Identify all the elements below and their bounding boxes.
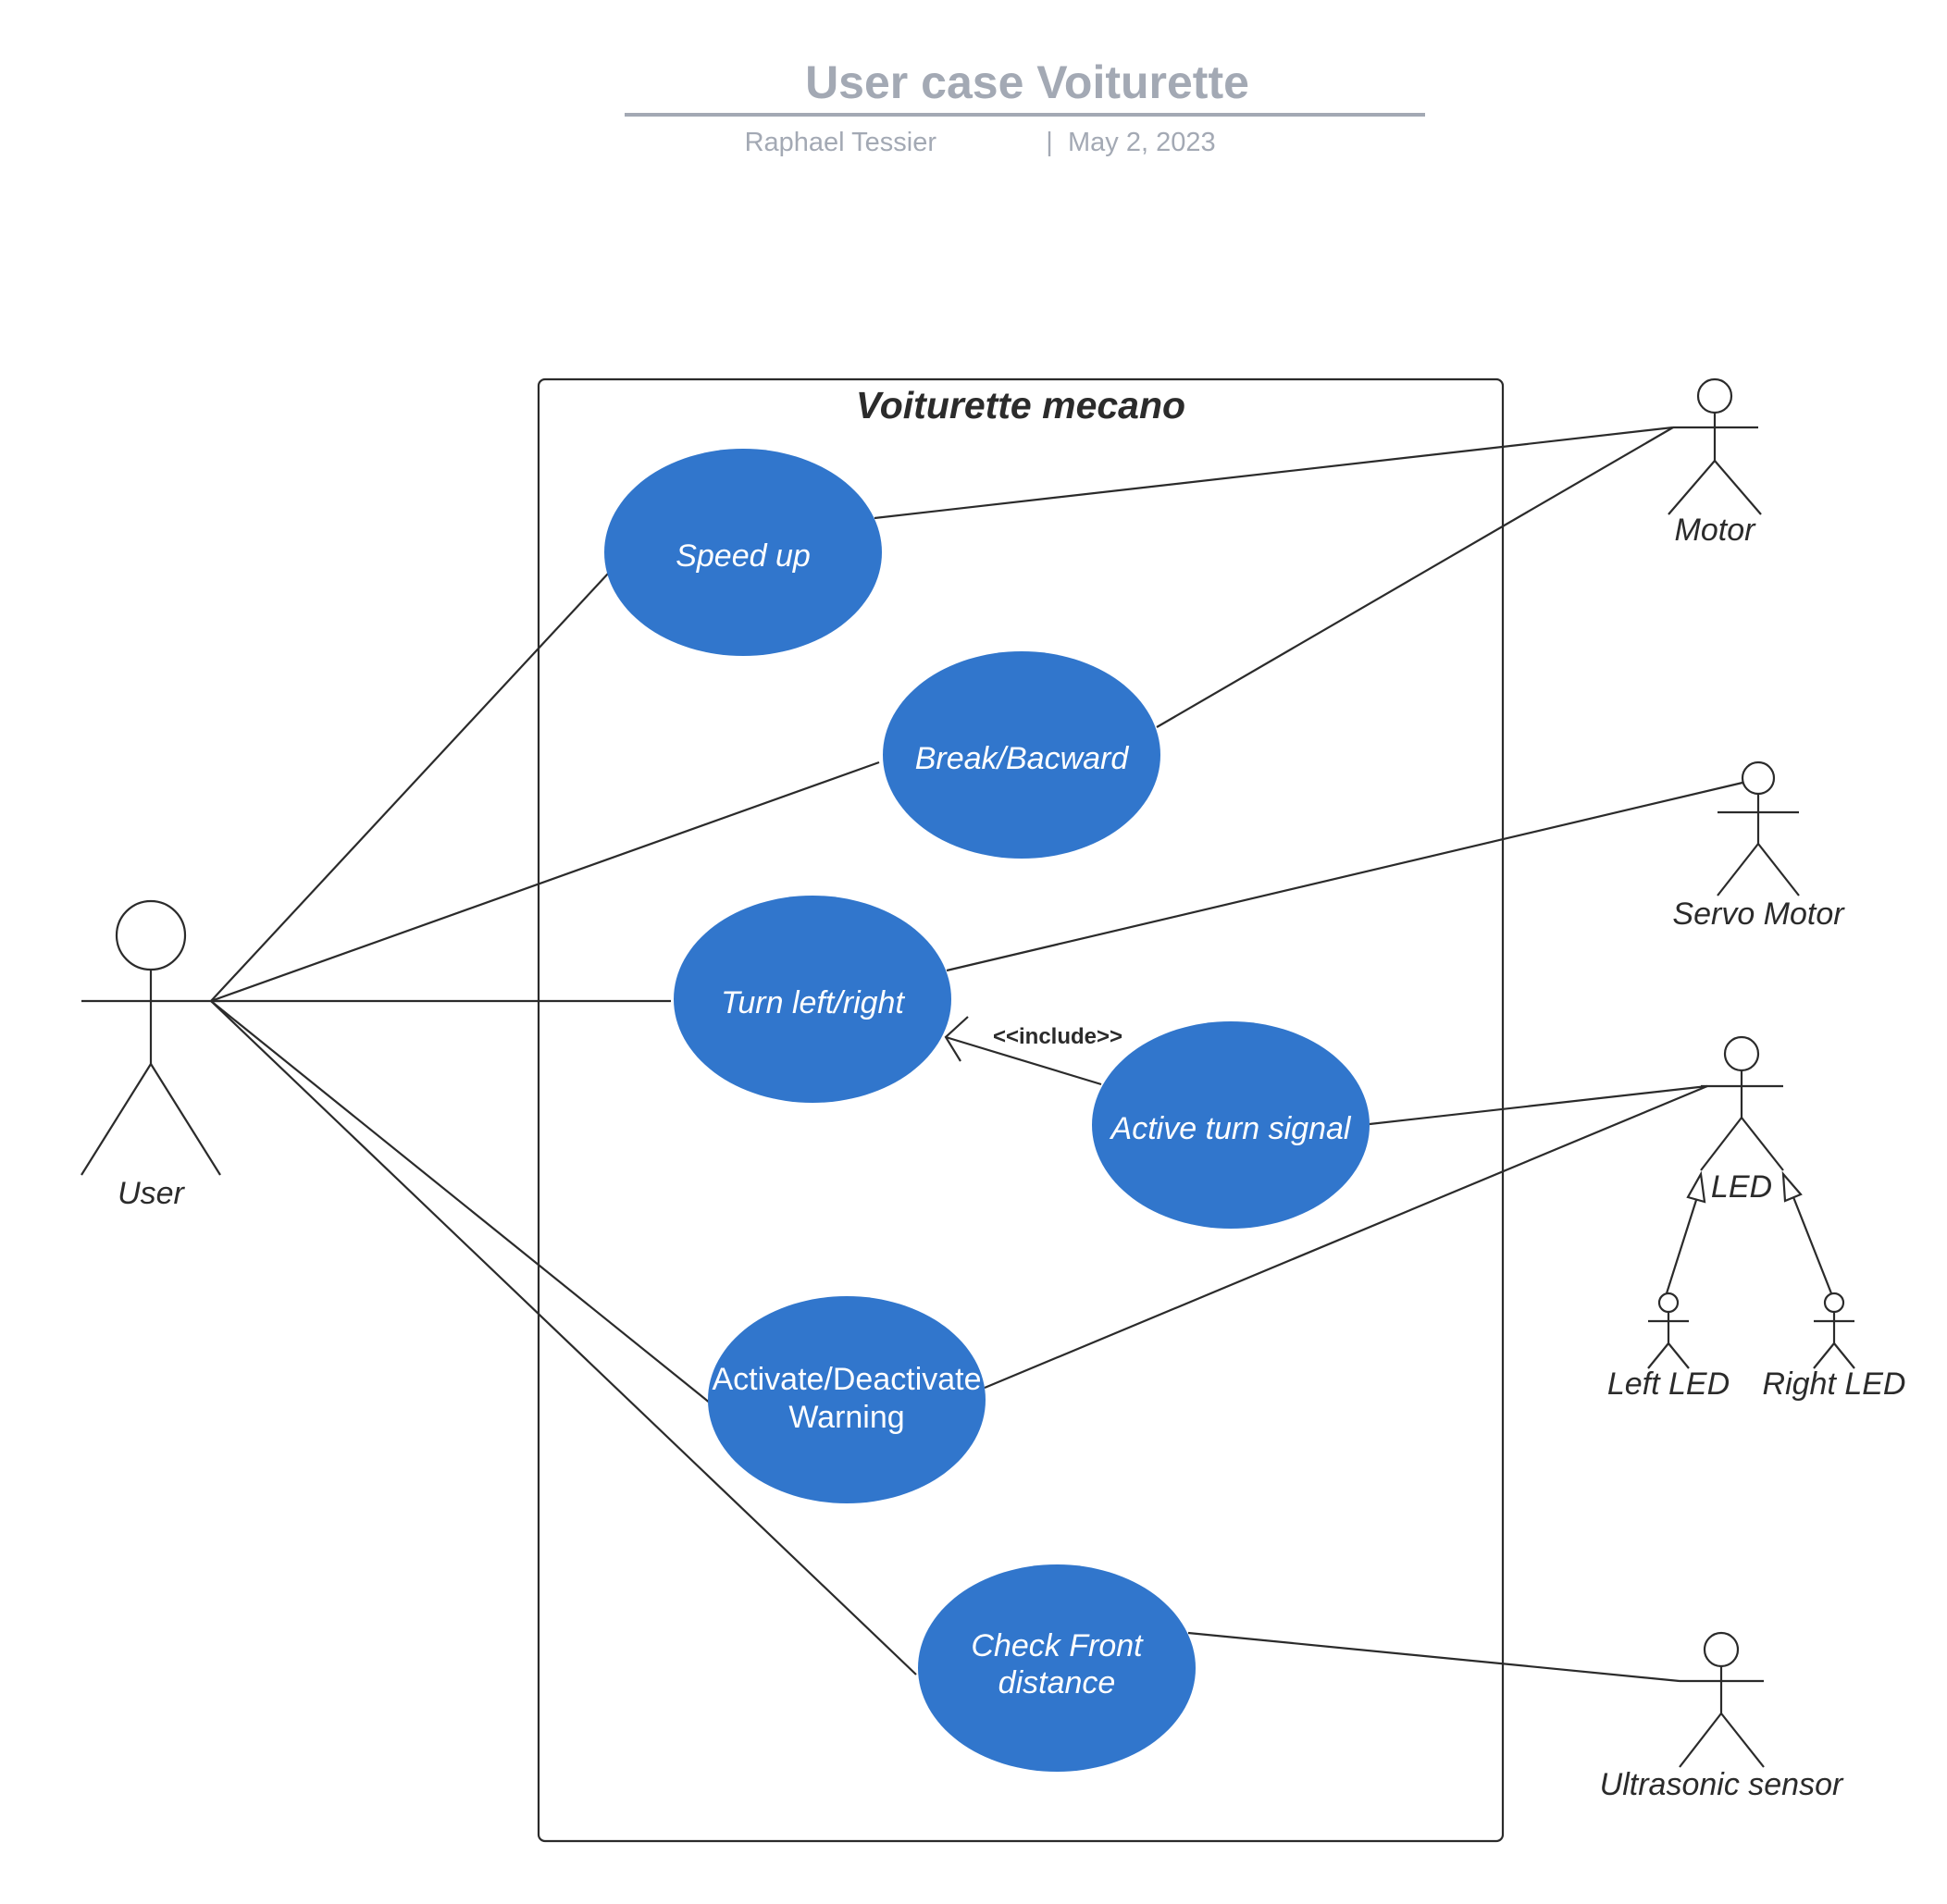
actor-led[interactable]: LED bbox=[1700, 1035, 1784, 1205]
use-case-label-line2: distance bbox=[998, 1665, 1116, 1700]
actor-left-leg bbox=[1813, 1342, 1835, 1369]
actor-left-leg bbox=[1647, 1342, 1669, 1369]
assoc-warning-led bbox=[984, 1084, 1708, 1390]
use-case-label: Active turn signal bbox=[1110, 1111, 1352, 1146]
actor-right-leg bbox=[1833, 1342, 1855, 1369]
use-case-shape bbox=[708, 1296, 986, 1503]
use-case-label: Turn left/right bbox=[721, 985, 905, 1020]
actor-head bbox=[1741, 760, 1776, 796]
assoc-break-motor bbox=[1156, 427, 1674, 728]
include-dependency: <<include>> bbox=[944, 1016, 1122, 1086]
include-arrowhead bbox=[944, 1016, 969, 1062]
include-label: <<include>> bbox=[993, 1024, 1122, 1049]
actor-head bbox=[1696, 377, 1733, 414]
diagram-title: User case Voiturette bbox=[805, 56, 1249, 108]
actor-right-leg bbox=[1720, 1712, 1765, 1768]
actor-label: Ultrasonic sensor bbox=[1600, 1767, 1844, 1802]
assoc-signal-led bbox=[1369, 1084, 1708, 1126]
use-case-label-line2: Warning bbox=[788, 1400, 904, 1435]
generalization-arrowhead bbox=[1781, 1170, 1803, 1203]
actor-head bbox=[1657, 1292, 1680, 1314]
actor-left-leg bbox=[1668, 460, 1716, 515]
actor-right-leg bbox=[1714, 460, 1762, 515]
author: Raphael Tessier bbox=[745, 128, 937, 157]
assoc-user-speed-up bbox=[210, 573, 609, 1002]
actor-left-leg bbox=[1700, 1117, 1742, 1171]
actor-right-led[interactable]: Right LED bbox=[1763, 1292, 1906, 1402]
actor-label: Right LED bbox=[1763, 1366, 1906, 1402]
actor-label: Servo Motor bbox=[1672, 896, 1845, 932]
assoc-user-check-distance bbox=[210, 1000, 917, 1675]
actor-right-leg bbox=[1757, 843, 1800, 896]
use-case-shape bbox=[674, 896, 951, 1103]
use-case-shape bbox=[883, 651, 1160, 859]
actor-associations bbox=[874, 426, 1743, 1683]
generalization-arrowhead bbox=[1686, 1170, 1706, 1204]
assoc-speed-up-motor bbox=[874, 426, 1674, 520]
user-associations bbox=[210, 573, 917, 1675]
actor-ultrasonic-sensor[interactable]: Ultrasonic sensor bbox=[1600, 1631, 1844, 1802]
use-case-break-backward[interactable]: Break/Bacward bbox=[883, 651, 1160, 859]
actor-label: LED bbox=[1711, 1169, 1772, 1205]
generalization-left-led bbox=[1665, 1170, 1706, 1294]
actor-left-leg bbox=[81, 1063, 152, 1176]
actor-label: Motor bbox=[1675, 513, 1757, 548]
actor-servo-motor[interactable]: Servo Motor bbox=[1672, 760, 1845, 932]
use-case-check-front-distance[interactable]: Check Front distance bbox=[918, 1564, 1196, 1772]
use-case-shape bbox=[604, 449, 882, 656]
actor-left-leg bbox=[1679, 1712, 1722, 1768]
system-title: Voiturette mecano bbox=[856, 384, 1185, 427]
assoc-user-warning bbox=[210, 1000, 712, 1404]
use-case-active-turn-signal[interactable]: Active turn signal bbox=[1092, 1021, 1370, 1229]
subtitle-separator: | bbox=[1046, 128, 1053, 157]
generalization-line bbox=[1792, 1196, 1833, 1294]
generalization-line bbox=[1665, 1196, 1699, 1294]
actor-head bbox=[1723, 1035, 1760, 1072]
include-line bbox=[945, 1035, 1102, 1086]
use-case-label: Break/Bacward bbox=[915, 741, 1130, 776]
actor-user[interactable]: User bbox=[81, 899, 221, 1211]
actor-left-leg bbox=[1717, 843, 1759, 896]
use-case-activate-warning[interactable]: Activate/Deactivate Warning bbox=[708, 1296, 986, 1503]
actor-right-leg bbox=[150, 1063, 221, 1176]
actor-left-led[interactable]: Left LED bbox=[1607, 1292, 1730, 1402]
date: May 2, 2023 bbox=[1068, 128, 1216, 157]
use-case-shape bbox=[1092, 1021, 1370, 1229]
system-boundary bbox=[537, 377, 1505, 1843]
actor-head bbox=[1703, 1631, 1740, 1668]
use-case-turn-left-right[interactable]: Turn left/right bbox=[674, 896, 951, 1103]
actor-head bbox=[1823, 1292, 1845, 1314]
assoc-user-break-backward bbox=[210, 760, 880, 1003]
actor-label: Left LED bbox=[1607, 1366, 1730, 1402]
use-case-shape bbox=[918, 1564, 1196, 1772]
assoc-turn-servo bbox=[946, 781, 1743, 972]
actor-label: User bbox=[118, 1176, 185, 1211]
actor-right-leg bbox=[1668, 1342, 1690, 1369]
assoc-check-ultrasonic bbox=[1187, 1631, 1680, 1683]
actor-motor[interactable]: Motor bbox=[1668, 377, 1762, 548]
use-case-label-line1: Check Front bbox=[971, 1628, 1144, 1663]
use-case-label-line1: Activate/Deactivate bbox=[712, 1362, 981, 1397]
use-case-label: Speed up bbox=[676, 538, 811, 574]
generalization-right-led bbox=[1781, 1170, 1833, 1294]
actor-head bbox=[115, 899, 187, 971]
actor-right-leg bbox=[1741, 1117, 1784, 1171]
use-case-speed-up[interactable]: Speed up bbox=[604, 449, 882, 656]
